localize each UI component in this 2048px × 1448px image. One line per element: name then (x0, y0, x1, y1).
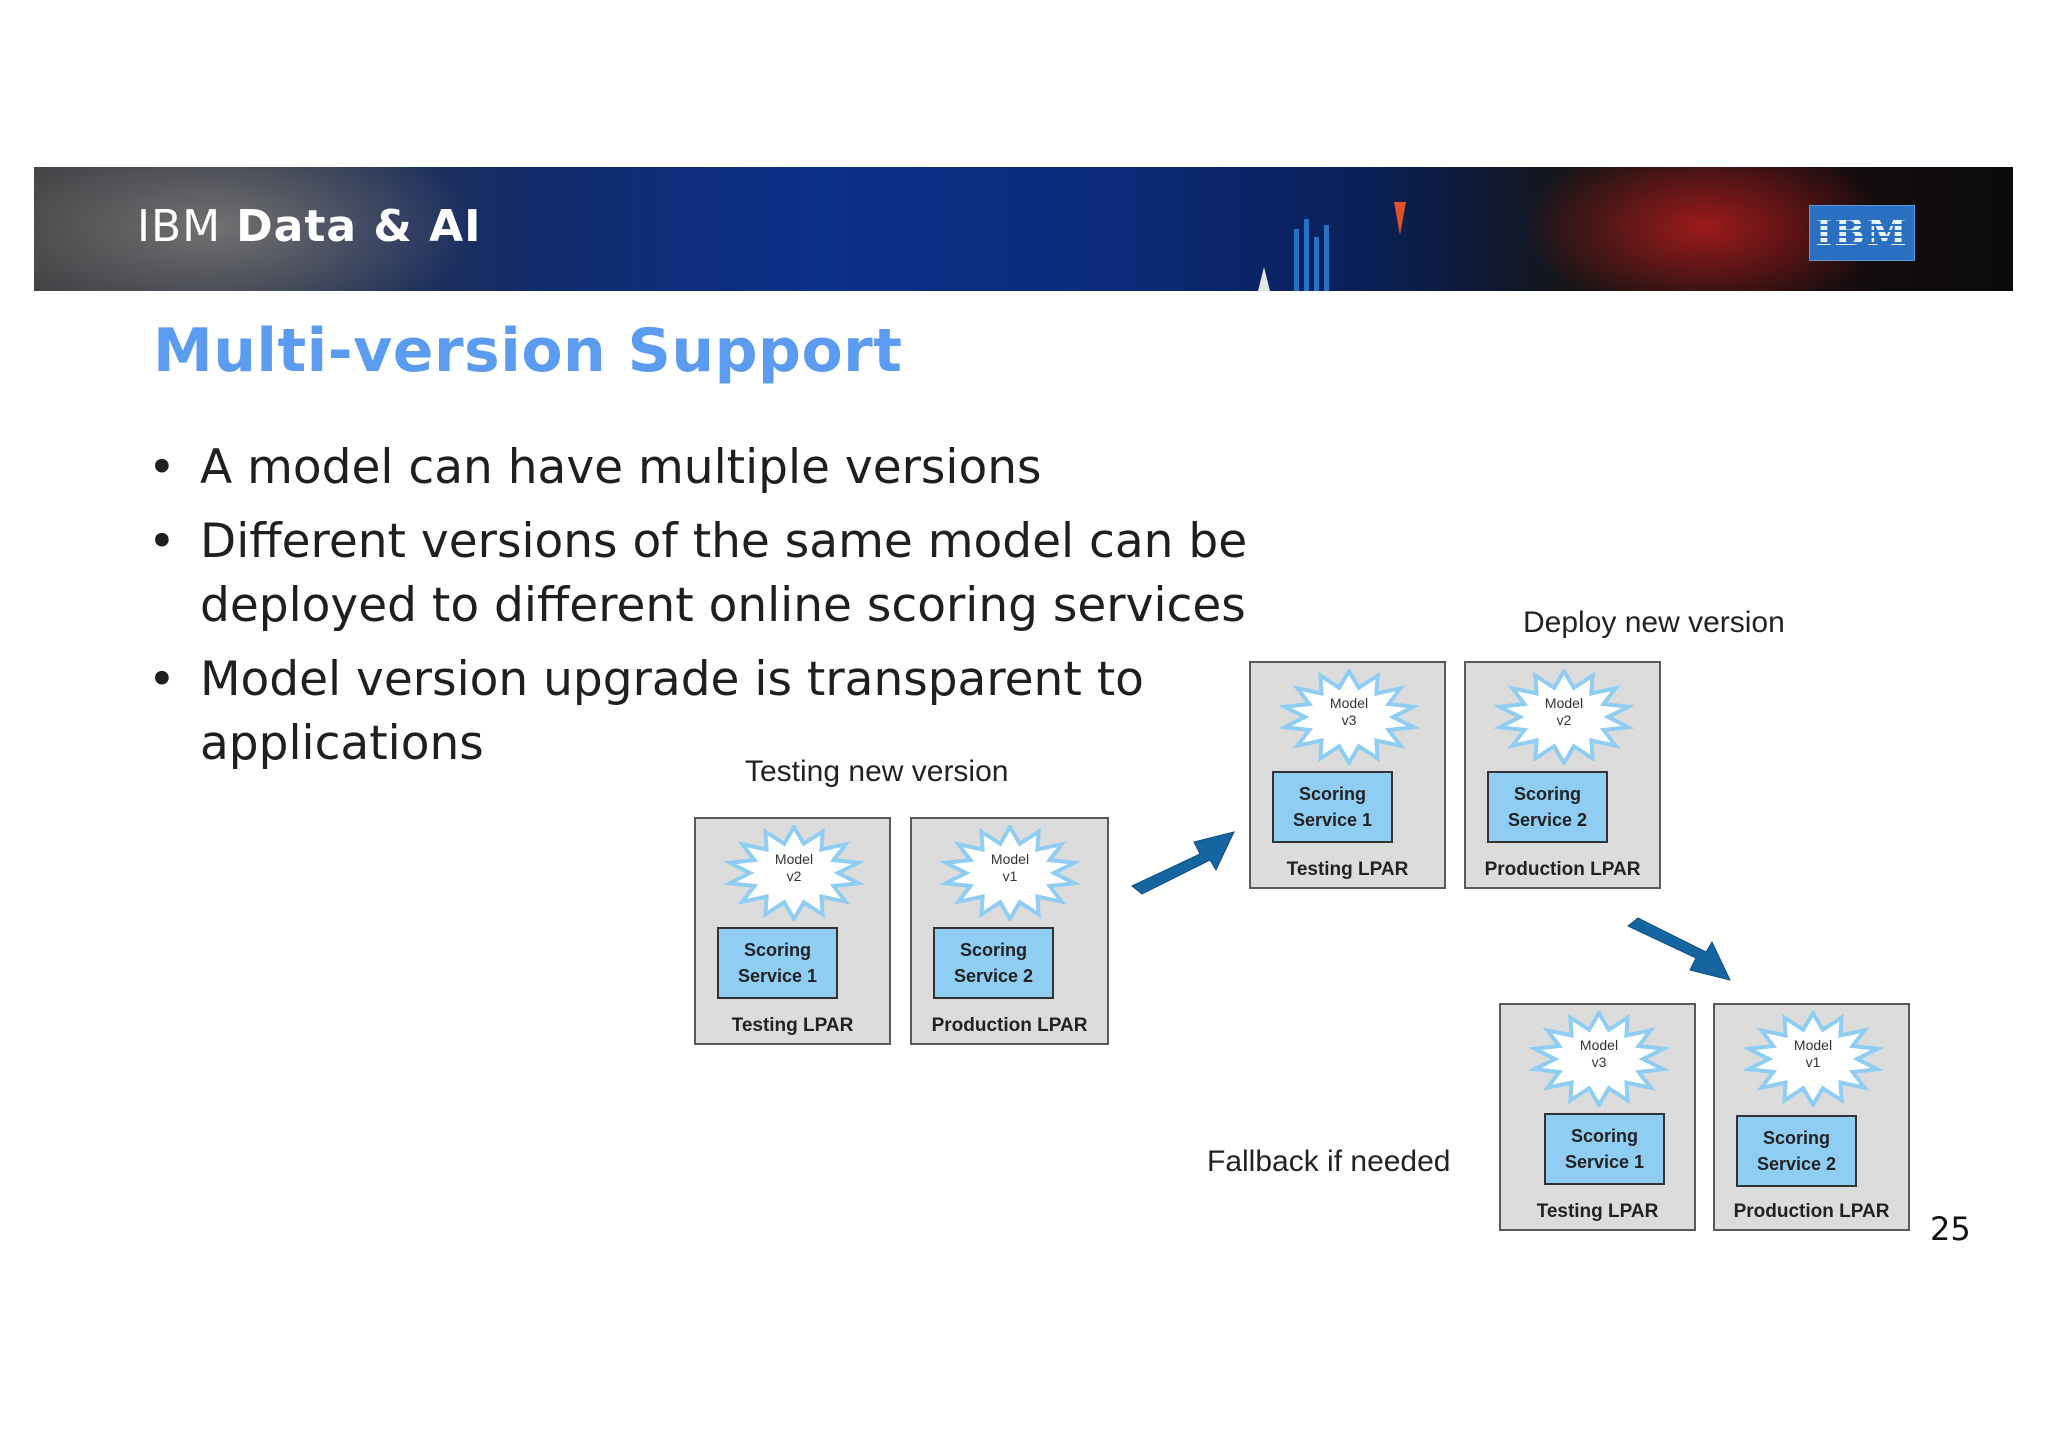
bullet-dot-icon: • (148, 440, 176, 495)
header-banner (34, 167, 2013, 291)
bullet-list: • A model can have multiple versions • Dif… (148, 436, 1308, 786)
lpar-label: Production LPAR (1484, 859, 1641, 880)
brand-bold: Data & AI (236, 201, 482, 252)
model-starburst-icon (1743, 1011, 1883, 1107)
ibm-logo: IBM (1809, 205, 1915, 261)
bullet-item: • A model can have multiple versions (148, 436, 1308, 500)
bullet-text: A model can have multiple versions (200, 440, 1042, 495)
bullet-text: Model version upgrade is transparent to … (200, 652, 1144, 771)
bullet-item: • Different versions of the same model ca… (148, 510, 1290, 638)
model-starburst-icon (940, 825, 1080, 921)
banner-graphic (1258, 202, 1406, 291)
arrow-up-right-icon (1131, 831, 1235, 895)
arrow-down-right-icon (1627, 917, 1731, 981)
page-number: 25 (1930, 1210, 1971, 1248)
model-starburst-icon (1529, 1011, 1669, 1107)
lpar-label: Testing LPAR (1286, 859, 1409, 880)
slide-title: Multi-version Support (153, 316, 903, 386)
lpar-label: Testing LPAR (1536, 1201, 1659, 1222)
bullet-dot-icon: • (148, 514, 176, 569)
model-starburst-icon (1494, 669, 1634, 765)
caption-deploy-new-version: Deploy new version (1523, 606, 1785, 639)
lpar-label: Production LPAR (931, 1015, 1088, 1036)
caption-fallback-if-needed: Fallback if needed (1207, 1145, 1451, 1178)
caption-testing-new-version: Testing new version (745, 755, 1009, 788)
lpar-label: Production LPAR (1733, 1201, 1890, 1222)
brand-light: IBM (137, 201, 222, 252)
bullet-dot-icon: • (148, 652, 176, 707)
model-starburst-icon (724, 825, 864, 921)
ibm-logo-text: IBM (1815, 212, 1909, 254)
bullet-text: Different versions of the same model can… (200, 514, 1248, 633)
lpar-label: Testing LPAR (731, 1015, 854, 1036)
brand-wordmark: IBM Data & AI (137, 205, 482, 249)
bullet-item: • Model version upgrade is transparent to… (148, 648, 1200, 776)
model-starburst-icon (1279, 669, 1419, 765)
